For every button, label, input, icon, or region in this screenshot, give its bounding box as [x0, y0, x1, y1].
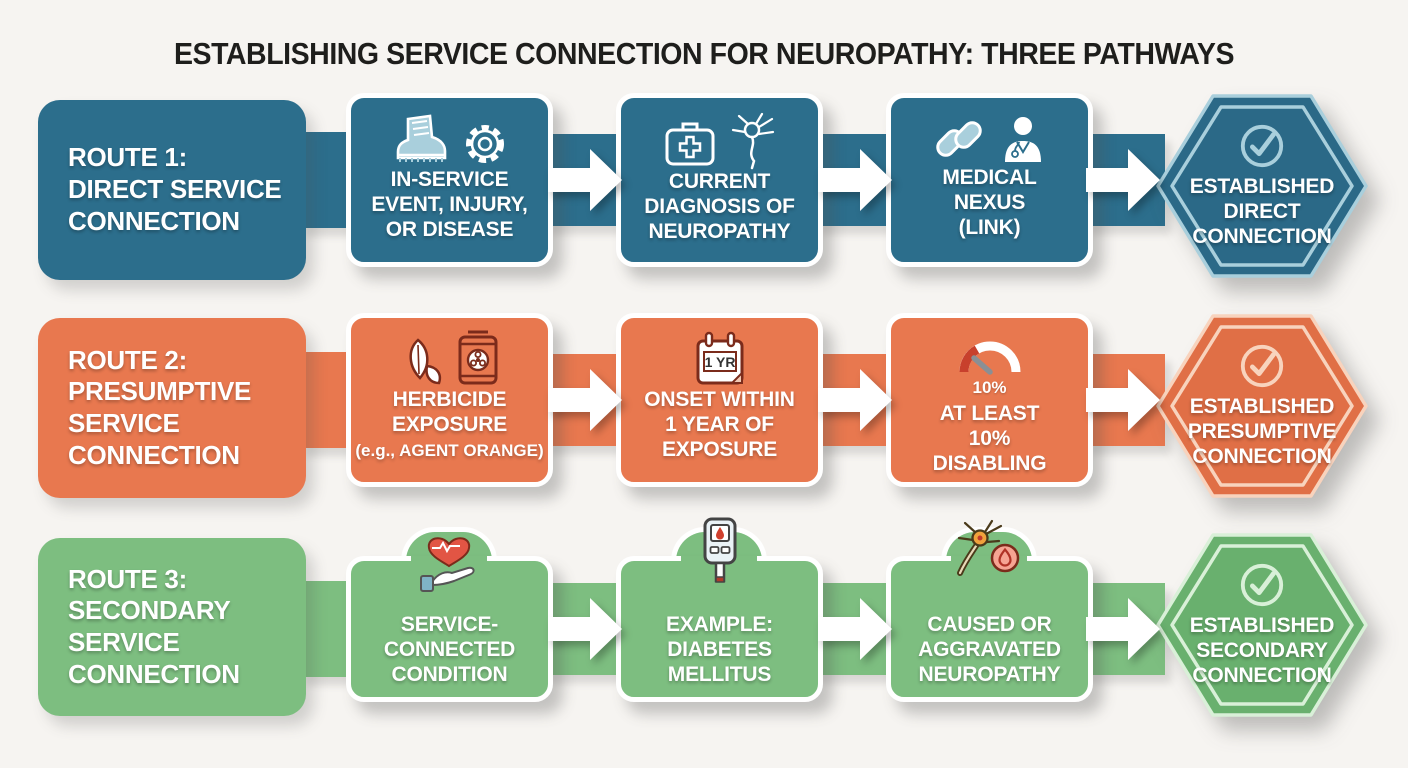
hexagon-shape: [1156, 314, 1368, 498]
connector-band: [300, 581, 352, 677]
route1-step1-label: IN-SERVICE EVENT, INJURY, OR DISEASE: [371, 168, 528, 241]
route3-step3-label: CAUSED OR AGGRAVATED NEUROPATHY: [918, 613, 1061, 686]
route1-result-label: ESTABLISHED DIRECT CONNECTION: [1189, 175, 1335, 248]
route2-step3-box: 10% AT LEAST 10% DISABLING: [886, 313, 1093, 487]
arrow-right-icon: [548, 149, 622, 211]
route1-step1-icons: [391, 112, 509, 168]
route3-result-label: ESTABLISHED SECONDARY CONNECTION: [1189, 614, 1335, 687]
chemical-barrel-icon: [458, 330, 497, 385]
route2-step1-label: HERBICIDE EXPOSURE: [391, 388, 508, 436]
route2-step1-icons: [398, 330, 502, 388]
route2-label-box: ROUTE 2: PRESUMPTIVE SERVICE CONNECTION: [38, 318, 306, 498]
gear-icon: [465, 125, 504, 163]
route1-step3-label: MEDICAL NEXUS (LINK): [942, 166, 1037, 239]
bump-patch: [951, 556, 1027, 566]
connector-band: [300, 132, 352, 228]
page-title: ESTABLISHING SERVICE CONNECTION FOR NEUR…: [173, 36, 1235, 71]
route3-step1-label: SERVICE- CONNECTED CONDITION: [383, 613, 516, 686]
arrow-right-icon: [818, 369, 892, 431]
arrow-right-icon: [548, 598, 622, 660]
route2-step1-box: HERBICIDE EXPOSURE (e.g., AGENT ORANGE): [346, 313, 553, 487]
route2-result-label: ESTABLISHED PRESUMPTIVE CONNECTION: [1187, 395, 1337, 468]
route1-label: ROUTE 1: DIRECT SERVICE CONNECTION: [68, 142, 282, 236]
route2-step3-label: AT LEAST 10% DISABLING: [932, 402, 1047, 475]
route1-step3-box: MEDICAL NEXUS (LINK): [886, 93, 1093, 267]
gauge-icon: [959, 341, 1020, 375]
route1-step1-box: IN-SERVICE EVENT, INJURY, OR DISEASE: [346, 93, 553, 267]
route2-step1-sublabel: (e.g., AGENT ORANGE): [355, 440, 544, 460]
arrow-right-icon: [1086, 598, 1160, 660]
neuron-icon: [731, 112, 774, 170]
neuron-flame-icon: [957, 519, 1020, 576]
route1-result-hexagon: ESTABLISHED DIRECT CONNECTION: [1156, 92, 1368, 280]
hand-heart-icon: [420, 537, 475, 592]
chain-link-icon: [935, 121, 982, 157]
route1-step2-icons: [661, 112, 779, 170]
arrow-right-icon: [818, 598, 892, 660]
calendar-text: 1 YR: [704, 354, 735, 370]
route2-step2-box: 1 YR ONSET WITHIN 1 YEAR OF EXPOSURE: [616, 313, 823, 487]
route3-result-hexagon: ESTABLISHED SECONDARY CONNECTION: [1156, 531, 1368, 719]
arrow-right-icon: [818, 149, 892, 211]
check-circle-icon: [1240, 344, 1284, 388]
route3-label: ROUTE 3: SECONDARY SERVICE CONNECTION: [68, 563, 240, 689]
doctor-icon: [1004, 117, 1041, 162]
check-circle-icon: [1240, 124, 1284, 168]
route1-step3-icons: [931, 112, 1049, 166]
glucose-meter-icon: [703, 517, 737, 583]
route2-step3-icons: [958, 334, 1022, 376]
arrow-right-icon: [1086, 369, 1160, 431]
check-circle-icon: [1240, 563, 1284, 607]
gauge-caption: 10%: [972, 378, 1007, 397]
leaf-icon: [409, 338, 441, 385]
route2-label: ROUTE 2: PRESUMPTIVE SERVICE CONNECTION: [68, 344, 252, 470]
route1-label-box: ROUTE 1: DIRECT SERVICE CONNECTION: [38, 100, 306, 280]
route2-step2-label: ONSET WITHIN 1 YEAR OF EXPOSURE: [644, 388, 795, 461]
route1-step2-label: CURRENT DIAGNOSIS OF NEUROPATHY: [644, 170, 795, 243]
connector-band: [300, 352, 352, 448]
route2-result-hexagon: ESTABLISHED PRESUMPTIVE CONNECTION: [1156, 312, 1368, 500]
calendar-icon: 1 YR: [696, 331, 743, 385]
arrow-right-icon: [1086, 149, 1160, 211]
route1-step2-box: CURRENT DIAGNOSIS OF NEUROPATHY: [616, 93, 823, 267]
hexagon-shape: [1156, 533, 1368, 717]
route2-step2-icons: 1 YR: [689, 330, 751, 388]
arrow-right-icon: [548, 369, 622, 431]
hexagon-shape: [1156, 94, 1368, 278]
route3-label-box: ROUTE 3: SECONDARY SERVICE CONNECTION: [38, 538, 306, 716]
first-aid-kit-icon: [665, 122, 714, 166]
combat-boot-icon: [396, 114, 446, 162]
route3-step2-label: EXAMPLE: DIABETES MELLITUS: [666, 613, 773, 686]
